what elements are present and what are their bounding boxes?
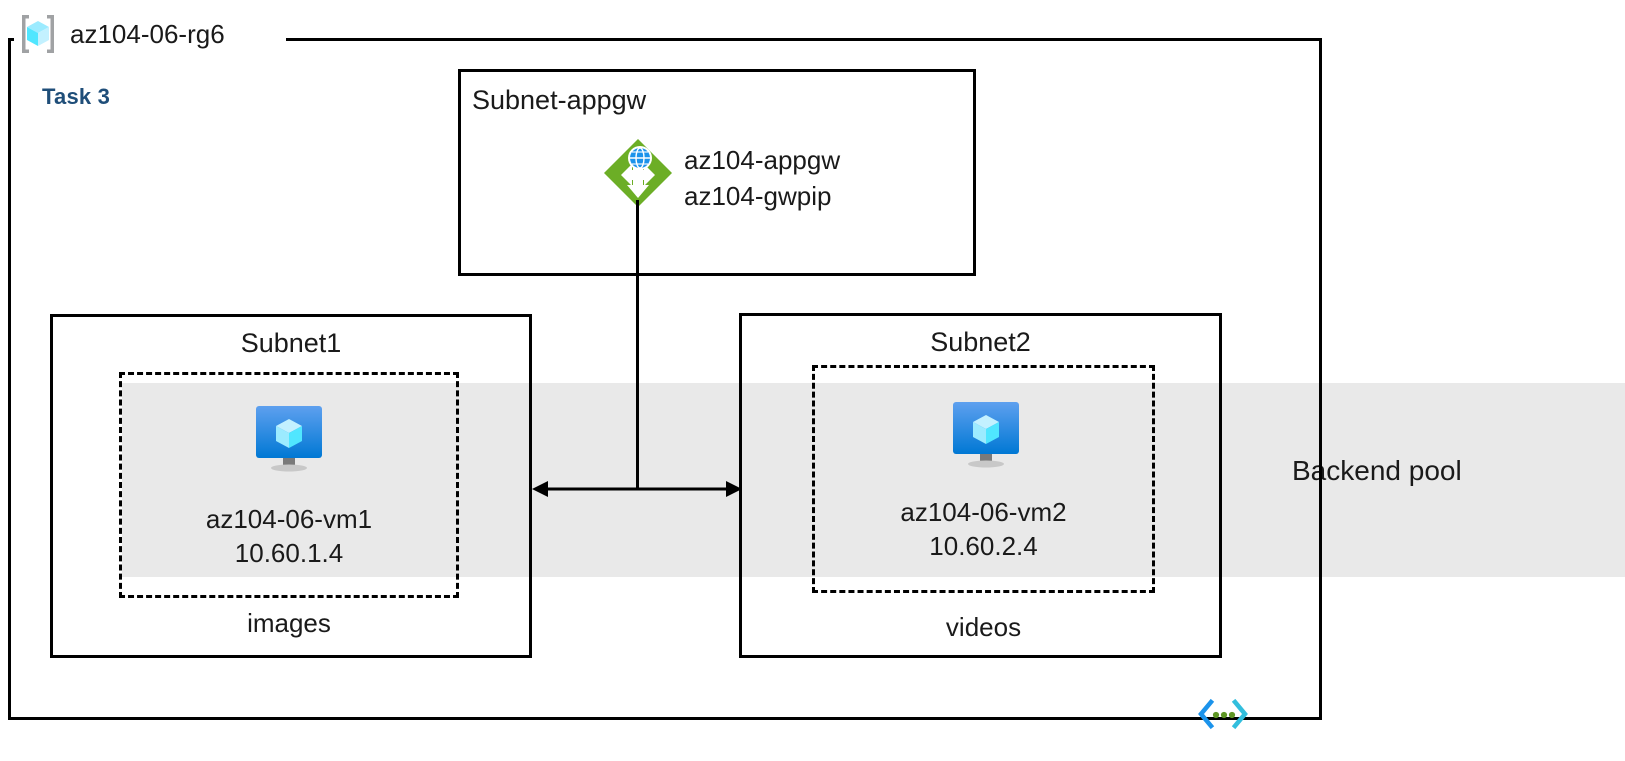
resource-group-boundary: [8, 38, 1322, 720]
appgw-name-line-2: az104-gwpip: [684, 180, 832, 211]
subnet1-title: Subnet1: [240, 328, 342, 358]
subnet2-vm-name: az104-06-vm2: [900, 497, 1067, 527]
subnet1-storage-label: images: [247, 608, 331, 638]
code-chevron-icon: [1196, 696, 1250, 732]
subnet2-vm-group: [812, 365, 1155, 593]
virtual-machine-icon: [250, 404, 328, 472]
subnet2-title: Subnet2: [930, 327, 1031, 357]
subnet2-vm-labels: az104-06-vm2 10.60.2.4: [812, 495, 1155, 564]
subnet-appgw-box: [458, 69, 976, 276]
subnet2-box: [739, 313, 1222, 658]
subnet2-storage-label: videos: [945, 612, 1022, 642]
resource-group-title-gap: [14, 24, 286, 58]
resource-group-name: az104-06-rg6: [70, 19, 225, 49]
subnet1-box: [50, 314, 532, 658]
virtual-machine-icon: [947, 400, 1025, 468]
backend-pool-band: [122, 383, 1625, 577]
resource-group-icon: [16, 12, 60, 56]
subnet1-vm-labels: az104-06-vm1 10.60.1.4: [119, 502, 459, 571]
subnet2-vm-ip: 10.60.2.4: [929, 531, 1038, 562]
gateway-connector-line: [636, 200, 639, 490]
subnet1-vm-ip: 10.60.1.4: [234, 538, 344, 569]
subnet-peering-arrow: [530, 472, 744, 506]
appgw-name-line-1: az104-appgw: [684, 145, 841, 175]
task-label: Task 3: [42, 84, 111, 109]
application-gateway-labels: az104-appgw az104-gwpip: [684, 143, 840, 214]
subnet1-vm-name: az104-06-vm1: [205, 504, 373, 534]
subnet-appgw-title: Subnet-appgw: [472, 85, 647, 115]
application-gateway-icon: [602, 137, 674, 209]
subnet1-vm-group: [119, 372, 459, 598]
resource-group-header: az104-06-rg6: [16, 6, 225, 62]
